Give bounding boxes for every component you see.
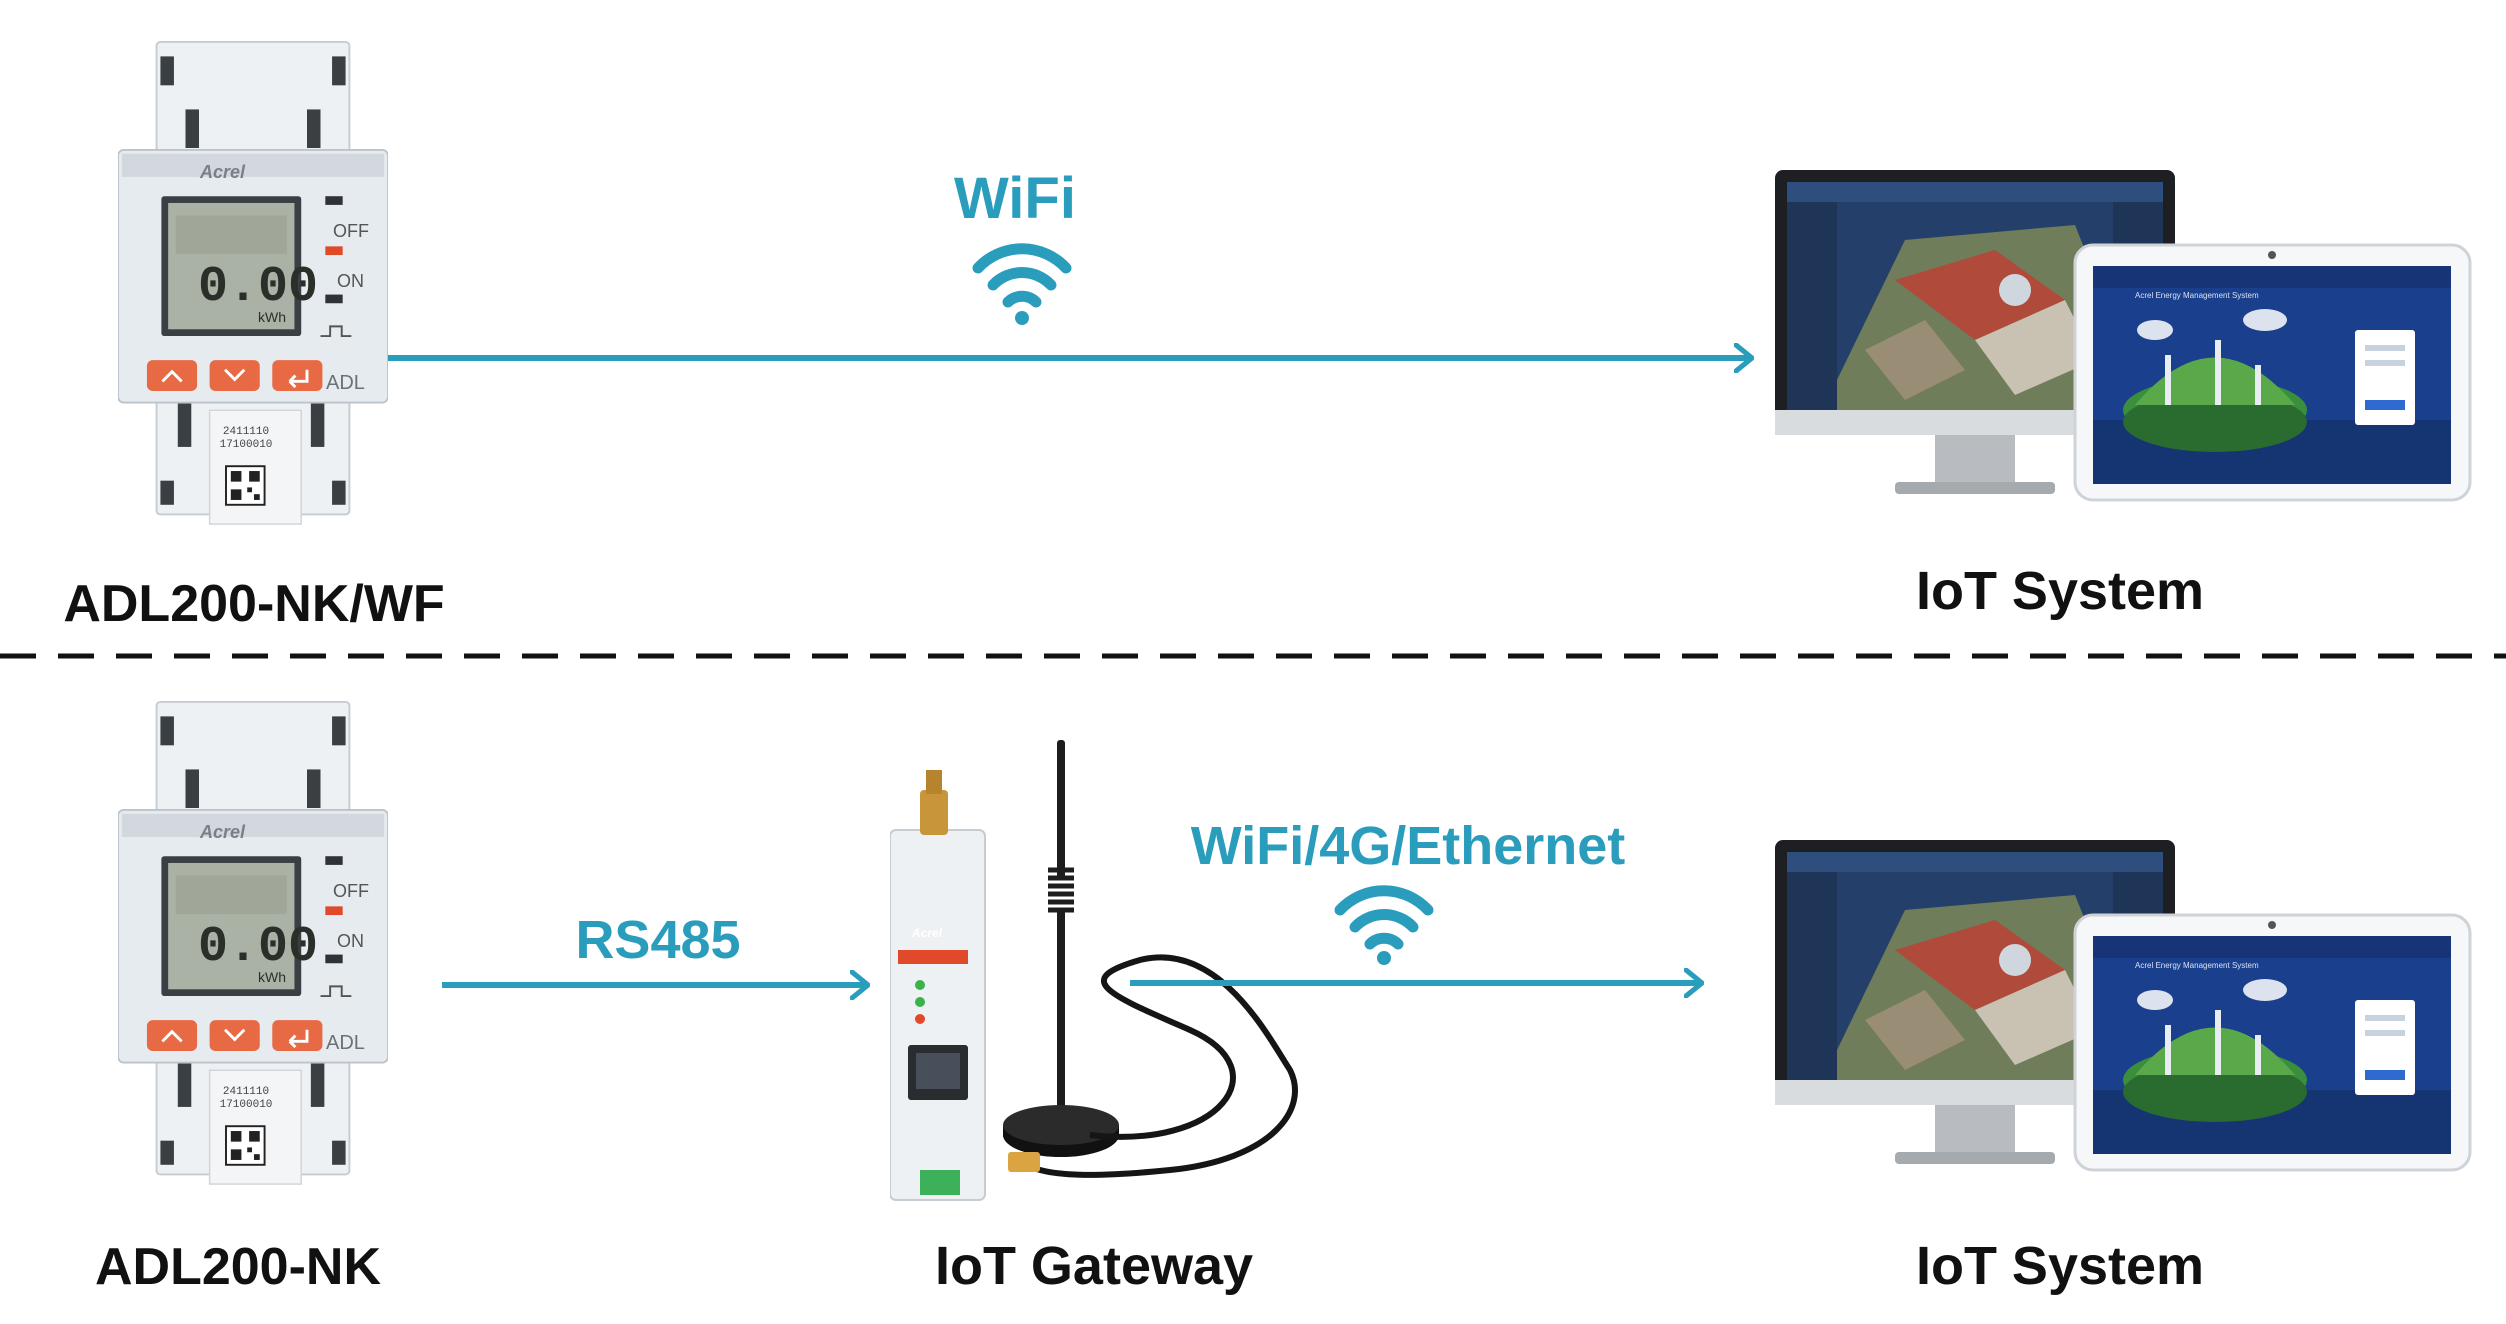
meter-top-on-label: ON (337, 271, 364, 291)
meter-bottom-serial-2: 17100010 (220, 1099, 273, 1111)
meter-bottom-brand: Acrel (199, 822, 246, 842)
wifi-icon (1334, 885, 1434, 965)
meter-bottom-model: ADL200-NK (95, 1238, 381, 1296)
meter-bottom-off-label: OFF (333, 881, 369, 901)
meter-top-unit: kWh (258, 309, 286, 325)
iot-system-top-tablet-title: Acrel Energy Management System (2135, 291, 2259, 300)
wifi-icon (972, 243, 1072, 325)
meter-bottom-serial-1: 2411110 (223, 1086, 269, 1098)
iot-gateway-label: IoT Gateway (935, 1236, 1253, 1296)
meter-top-series: ADL (326, 372, 365, 394)
meter-bottom-reading: 0.00 (198, 919, 318, 976)
iot-system-bottom-tablet-title: Acrel Energy Management System (2135, 961, 2259, 970)
iot-system-bottom-image (1775, 840, 2472, 1172)
meter-top-off-label: OFF (333, 221, 369, 241)
meter-bottom-series: ADL (326, 1032, 365, 1054)
meter-top-brand: Acrel (199, 162, 246, 182)
iot-system-top-label: IoT System (1916, 561, 2204, 621)
iot-gateway-image (890, 740, 1295, 1200)
meter-bottom-unit: kWh (258, 969, 286, 985)
wan-label: WiFi/4G/Ethernet (1191, 816, 1626, 876)
rs485-label: RS485 (575, 910, 740, 970)
meter-bottom-on-label: ON (337, 931, 364, 951)
meter-top-serial-1: 2411110 (223, 426, 269, 438)
meter-top-model: ADL200-NK/WF (63, 575, 444, 633)
top-wifi-label: WiFi (954, 166, 1076, 231)
iot-system-bottom-label: IoT System (1916, 1236, 2204, 1296)
iot-gateway-brand: Acrel (911, 926, 943, 940)
iot-system-top-image (1775, 170, 2472, 502)
meter-top-serial-2: 17100010 (220, 439, 273, 451)
meter-top-reading: 0.00 (198, 259, 318, 316)
